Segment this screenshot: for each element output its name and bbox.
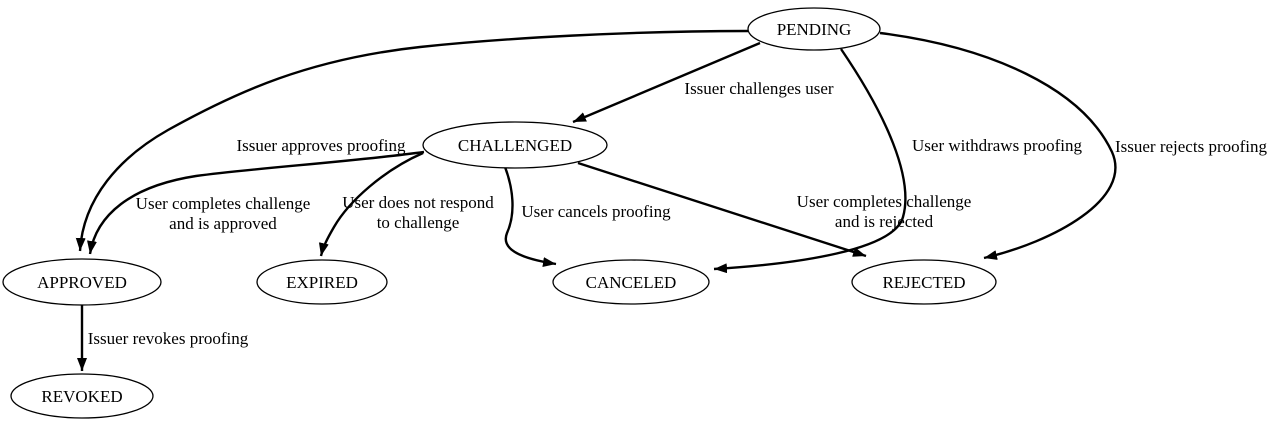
edge-label-challenged-rejected-line1: User completes challenge (797, 192, 972, 211)
nodes-layer: PENDING CHALLENGED APPROVED EXPIRED CANCELED… (2, 7, 997, 419)
node-ellipse-pending (747, 7, 881, 51)
edge-label-challenged-rejected-line2: and is rejected (835, 212, 934, 231)
node-label-canceled: CANCELED (586, 273, 677, 292)
edge-challenged-approved (87, 150, 425, 255)
edge-challenged-canceled (503, 166, 557, 267)
edge-label-challenged-expired-line1: User does not respond (342, 193, 494, 212)
edge-label-approved-revoked: Issuer revokes proofing (88, 329, 249, 348)
edge-label-pending-canceled: User withdraws proofing (912, 136, 1082, 155)
edges-layer (75, 29, 1117, 371)
state-node-revoked: REVOKED (10, 373, 154, 419)
state-node-canceled: CANCELED (552, 259, 710, 305)
node-label-approved: APPROVED (37, 273, 127, 292)
node-ellipse-approved (2, 258, 162, 306)
edge-label-challenged-approved-line1: User completes challenge (136, 194, 311, 213)
state-node-expired: EXPIRED (256, 259, 388, 305)
edge-label-pending-challenged: Issuer challenges user (684, 79, 834, 98)
edge-pending-rejected (879, 31, 1117, 260)
node-label-rejected: REJECTED (882, 273, 965, 292)
state-node-approved: APPROVED (2, 258, 162, 306)
node-ellipse-canceled (552, 259, 710, 305)
node-ellipse-expired (256, 259, 388, 305)
edge-pending-approved (75, 29, 749, 252)
edge-challenged-expired (318, 151, 424, 257)
edge-label-challenged-expired-line2: to challenge (377, 213, 460, 232)
edge-label-challenged-canceled: User cancels proofing (521, 202, 671, 221)
node-label-pending: PENDING (777, 20, 852, 39)
node-label-challenged: CHALLENGED (458, 136, 572, 155)
edge-challenged-rejected (577, 161, 867, 258)
state-node-rejected: REJECTED (851, 259, 997, 305)
node-ellipse-revoked (10, 373, 154, 419)
edge-pending-canceled (713, 48, 907, 274)
edge-label-pending-rejected: Issuer rejects proofing (1115, 137, 1268, 156)
node-label-revoked: REVOKED (41, 387, 122, 406)
state-node-pending: PENDING (747, 7, 881, 51)
state-node-challenged: CHALLENGED (422, 121, 608, 169)
edge-label-challenged-approved-line2: and is approved (169, 214, 277, 233)
edge-label-pending-approved: Issuer approves proofing (236, 136, 406, 155)
edge-pending-challenged (572, 41, 761, 124)
node-ellipse-challenged (422, 121, 608, 169)
node-label-expired: EXPIRED (286, 273, 358, 292)
node-ellipse-rejected (851, 259, 997, 305)
